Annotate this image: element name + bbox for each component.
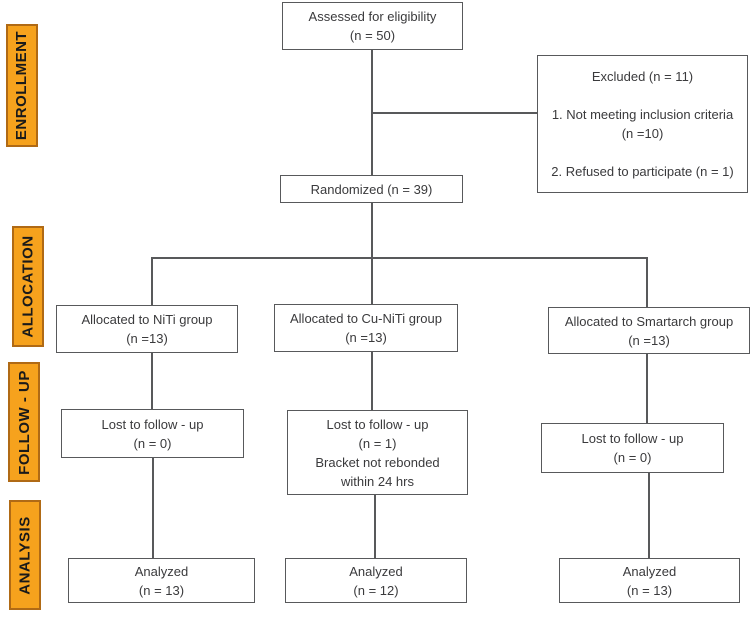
box-randomized: Randomized (n = 39) xyxy=(280,175,463,203)
stage-label-text: ENROLLMENT xyxy=(13,30,31,141)
stage-label-enrollment: ENROLLMENT xyxy=(6,24,38,147)
connector-lost-to-analyzed-mid xyxy=(374,495,376,558)
box-line: Assessed for eligibility xyxy=(308,9,437,24)
box-line: Lost to follow - up xyxy=(326,416,429,432)
box-alloc-cuniti: Allocated to Cu-NiTi group (n =13) xyxy=(274,304,458,352)
stage-label-text: FOLLOW - UP xyxy=(15,369,33,475)
box-alloc-smartarch: Allocated to Smartarch group (n =13) xyxy=(548,307,750,354)
box-excluded: Excluded (n = 11) 1. Not meeting inclusio… xyxy=(537,55,748,193)
box-lost-cuniti: Lost to follow - up (n = 1) Bracket not re… xyxy=(287,410,468,495)
box-line: (n = 12) xyxy=(353,582,399,598)
box-analyzed-cuniti: Analyzed (n = 12) xyxy=(285,558,467,603)
connector-cuniti-to-lost xyxy=(371,352,373,410)
stage-label-analysis: ANALYSIS xyxy=(9,500,41,610)
box-line: (n = 0) xyxy=(613,450,652,465)
box-line: Allocated to Cu-NiTi group xyxy=(290,311,442,326)
box-analyzed-smartarch: Analyzed (n = 13) xyxy=(559,558,740,603)
connector-lost-to-analyzed-right xyxy=(648,473,650,558)
stage-label-text: ALLOCATION xyxy=(19,235,37,338)
connector-branch-horizontal xyxy=(151,257,648,259)
box-line: 2. Refused to participate (n = 1) xyxy=(551,164,734,179)
box-line: Randomized (n = 39) xyxy=(310,181,433,197)
box-line: (n =10) xyxy=(621,126,664,141)
box-line: (n = 13) xyxy=(626,582,673,598)
box-line xyxy=(542,86,743,105)
box-lost-smartarch: Lost to follow - up (n = 0) xyxy=(541,423,724,473)
box-analyzed-niti: Analyzed (n = 13) xyxy=(68,558,255,603)
box-line: (n = 0) xyxy=(133,435,172,451)
box-line: (n = 50) xyxy=(349,28,396,43)
connector-randomized-to-branch xyxy=(371,203,373,258)
box-line: (n =13) xyxy=(345,330,387,345)
box-alloc-niti: Allocated to NiTi group (n =13) xyxy=(56,305,238,353)
stage-label-text: ANALYSIS xyxy=(16,515,34,595)
box-line: (n = 1) xyxy=(358,435,397,451)
connector-branch-mid-down xyxy=(371,257,373,304)
box-line: 1. Not meeting inclusion criteria xyxy=(551,107,734,122)
box-line xyxy=(542,143,743,162)
box-line: Bracket not rebonded xyxy=(315,454,440,470)
box-line: Lost to follow - up xyxy=(581,431,684,446)
box-line: (n =13) xyxy=(126,331,168,346)
stage-label-allocation: ALLOCATION xyxy=(12,226,44,347)
box-line: Lost to follow - up xyxy=(101,416,204,432)
connector-branch-left-down xyxy=(151,257,153,305)
connector-branch-right-down xyxy=(646,257,648,307)
connector-smartarch-to-lost xyxy=(646,354,648,423)
box-line: (n = 13) xyxy=(138,582,185,598)
box-line: within 24 hrs xyxy=(341,473,414,489)
stage-label-follow-up: FOLLOW - UP xyxy=(8,362,40,482)
box-assessed: Assessed for eligibility (n = 50) xyxy=(282,2,463,50)
box-line: Analyzed xyxy=(622,563,677,579)
box-line: Allocated to Smartarch group xyxy=(564,313,734,329)
connector-lost-to-analyzed-left xyxy=(152,458,154,558)
box-lost-niti: Lost to follow - up (n = 0) xyxy=(61,409,244,458)
box-line: Analyzed xyxy=(134,563,189,579)
connector-niti-to-lost xyxy=(151,353,153,409)
box-line: (n =13) xyxy=(628,332,670,348)
box-line: Excluded (n = 11) xyxy=(591,69,694,84)
box-line: Analyzed xyxy=(349,563,403,579)
connector-to-excluded xyxy=(371,112,537,114)
box-line: Allocated to NiTi group xyxy=(81,312,213,327)
